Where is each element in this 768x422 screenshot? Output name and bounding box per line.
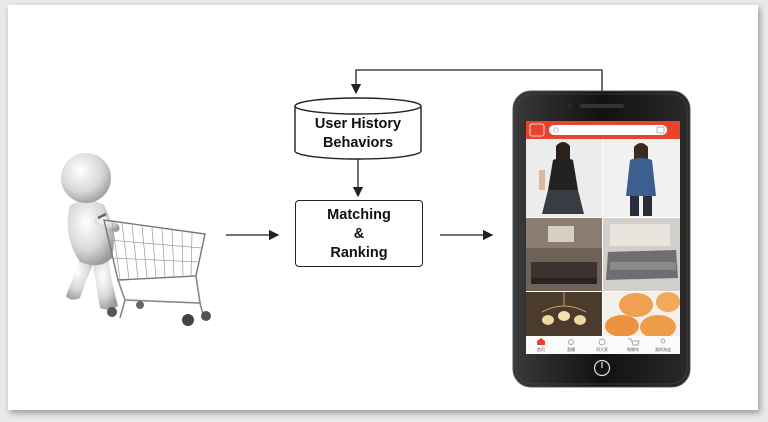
nav-cart-icon[interactable]: [628, 338, 640, 346]
power-button-icon: [593, 359, 611, 377]
shopper-with-cart-icon: [61, 153, 211, 326]
process-label-line3: Ranking: [330, 245, 388, 261]
nav-home-icon[interactable]: [537, 338, 545, 345]
app-search-box: [549, 125, 667, 135]
matching-ranking-label: Matching & Ranking: [295, 206, 423, 263]
nav-label-ask[interactable]: 问大家: [596, 347, 608, 352]
product-tile-dress: [526, 139, 602, 217]
product-tile-sofa: [603, 218, 680, 291]
product-tile-eggs: [603, 292, 680, 339]
nav-live-icon[interactable]: [568, 339, 574, 345]
database-label: User History Behaviors: [295, 115, 421, 153]
search-icon: [553, 127, 559, 133]
nav-label-live[interactable]: 直播: [567, 347, 575, 352]
user-history-database-icon: [294, 97, 422, 160]
product-tile-denim-top: [603, 139, 680, 217]
database-label-line2: Behaviors: [322, 135, 394, 151]
app-logo-icon: [529, 123, 545, 137]
nav-label-cart[interactable]: 购物车: [627, 347, 639, 352]
matching-ranking-box: [295, 200, 423, 267]
smartphone-icon: [512, 90, 691, 388]
product-tile-living-room: [526, 218, 602, 291]
camera-icon: [656, 126, 665, 134]
process-label-line2: &: [353, 226, 365, 242]
nav-label-home[interactable]: 首页: [537, 347, 545, 352]
arrow-phone-to-history-feedback: [350, 69, 603, 95]
product-tile-chandelier: [526, 292, 602, 336]
nav-profile-icon[interactable]: [660, 338, 666, 344]
process-label-line1: Matching: [327, 207, 391, 223]
database-label-line1: User History: [314, 116, 402, 132]
nav-ask-icon[interactable]: [598, 338, 606, 346]
nav-label-profile[interactable]: 我的淘宝: [655, 347, 671, 352]
